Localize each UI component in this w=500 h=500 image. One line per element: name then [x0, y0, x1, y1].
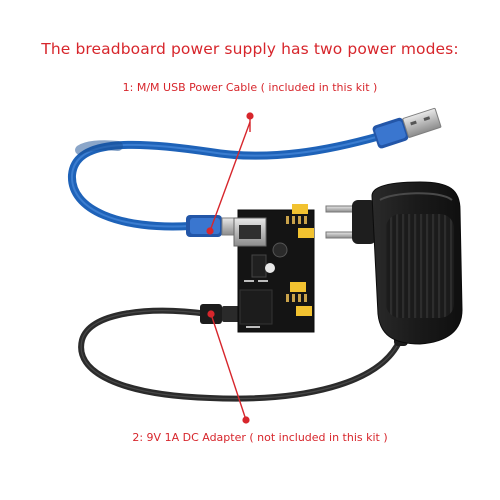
mode-1-caption: 1: M/M USB Power Cable ( included in thi… [122, 81, 378, 94]
usb-plug-into-board [186, 215, 241, 237]
usb-cable [68, 132, 384, 231]
wall-adapter [325, 181, 463, 345]
usb-a-plug-right [372, 107, 442, 149]
power-supply-board [233, 204, 315, 333]
page-title: The breadboard power supply has two powe… [41, 40, 459, 58]
mode-2-caption: 2: 9V 1A DC Adapter ( not included in th… [132, 431, 388, 444]
callout-lines [206, 112, 254, 424]
dc-barrel-plug [200, 304, 242, 324]
